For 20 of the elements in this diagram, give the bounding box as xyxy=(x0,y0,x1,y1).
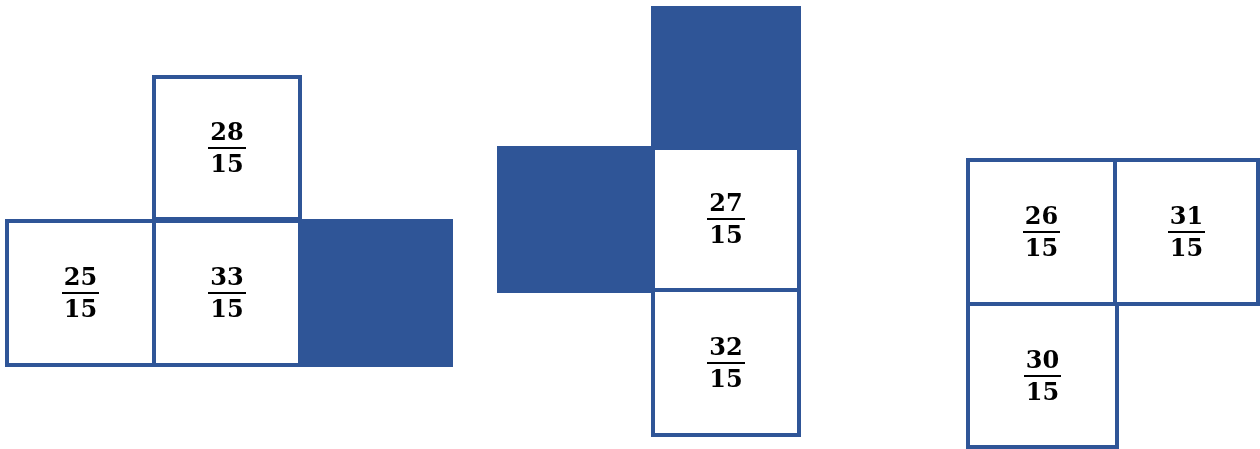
numerator: 31 xyxy=(1167,201,1206,233)
filled-square xyxy=(651,6,801,149)
denominator: 15 xyxy=(1023,233,1060,263)
denominator: 15 xyxy=(209,294,245,324)
denominator: 15 xyxy=(1024,376,1061,407)
denominator: 15 xyxy=(708,363,744,394)
numerator: 30 xyxy=(1023,344,1062,377)
denominator: 15 xyxy=(708,220,744,250)
filled-square xyxy=(300,219,453,367)
denominator: 15 xyxy=(62,294,99,324)
numerator: 25 xyxy=(61,262,100,294)
number-square xyxy=(152,75,302,221)
denominator: 15 xyxy=(209,149,245,179)
numerator: 26 xyxy=(1022,201,1061,233)
denominator: 15 xyxy=(1168,233,1205,263)
numerator: 32 xyxy=(707,331,745,364)
numerator: 27 xyxy=(707,188,745,220)
numerator: 33 xyxy=(208,262,246,294)
filled-square xyxy=(497,146,654,293)
numerator: 28 xyxy=(208,117,246,149)
